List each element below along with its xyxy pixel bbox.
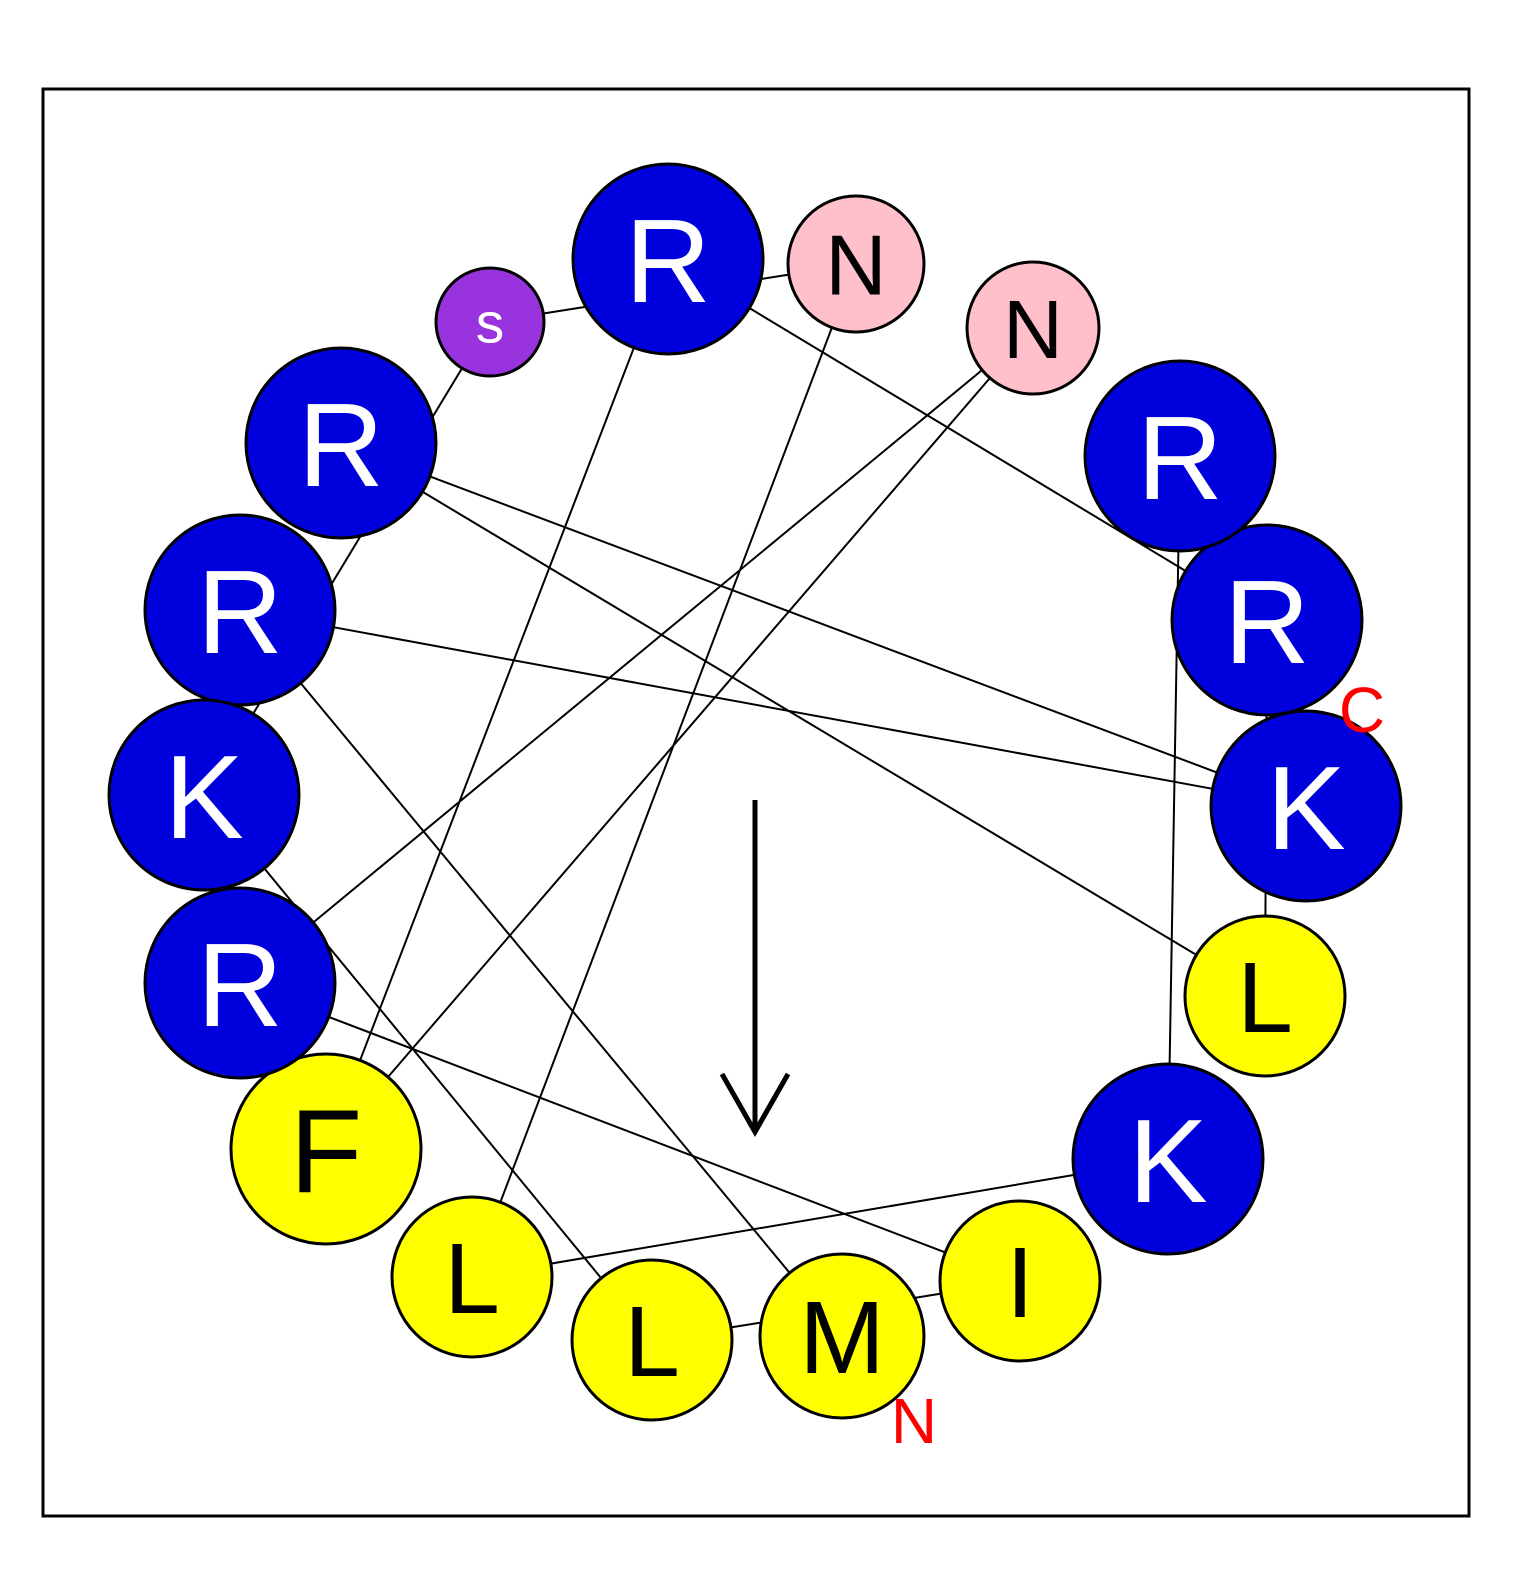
residue-connectors — [252, 273, 1268, 1329]
residue-5: L — [1183, 914, 1347, 1078]
residue-letter: F — [290, 1085, 363, 1218]
residue-circle — [938, 1199, 1102, 1363]
residue-11: I — [938, 1199, 1102, 1363]
residue-8: F — [229, 1052, 423, 1246]
moment-arrow-head — [719, 1072, 791, 1138]
residue-7: R — [571, 162, 765, 356]
residue-letter: M — [799, 1280, 885, 1395]
residue-letter: s — [476, 292, 505, 356]
residue-circle — [434, 266, 546, 378]
connector-line — [359, 347, 635, 1061]
residue-circle — [390, 1195, 554, 1359]
residue-letter: R — [298, 379, 384, 512]
residue-letter: K — [1266, 742, 1345, 875]
residue-letter: R — [625, 195, 711, 328]
hydrophobic-moment-arrow — [719, 800, 791, 1138]
connector-line — [387, 377, 991, 1078]
residue-circle — [965, 260, 1101, 396]
residue-12: L — [570, 1258, 734, 1422]
connector-line — [422, 490, 1197, 956]
residue-10: R — [143, 886, 337, 1080]
residue-letter: N — [1003, 283, 1063, 376]
n-terminus-label: N — [891, 1385, 937, 1457]
residue-2: R — [143, 513, 337, 707]
residue-letter: K — [1128, 1095, 1207, 1228]
connector-line — [299, 682, 791, 1274]
residue-circle — [143, 886, 337, 1080]
residue-letter: R — [1224, 556, 1310, 689]
residue-3: K — [1209, 709, 1403, 903]
residue-letter: R — [1137, 392, 1223, 525]
residue-circle — [244, 346, 438, 540]
residue-16: L — [390, 1195, 554, 1359]
residue-1: M — [758, 1252, 926, 1420]
residue-letter: R — [197, 546, 283, 679]
residue-9: N — [965, 260, 1101, 396]
residue-circle — [143, 513, 337, 707]
residue-circle — [1170, 523, 1364, 717]
residue-circle — [758, 1252, 926, 1420]
residue-18: R — [1083, 359, 1277, 553]
c-terminus-label: C — [1339, 674, 1385, 746]
residue-circle — [1183, 914, 1347, 1078]
residue-letter: L — [444, 1223, 500, 1335]
residue-4: R — [244, 346, 438, 540]
residue-15: N — [786, 194, 926, 334]
connector-line — [333, 626, 1213, 790]
connector-line — [312, 369, 983, 924]
residue-letter: L — [624, 1286, 680, 1398]
residue-circle — [1083, 359, 1277, 553]
connector-line — [429, 475, 1218, 774]
residue-letter: I — [1006, 1227, 1034, 1339]
residue-14: s — [434, 266, 546, 378]
residue-circle — [229, 1052, 423, 1246]
residue-circle — [571, 162, 765, 356]
residue-letter: L — [1237, 942, 1293, 1054]
residue-circle — [1209, 709, 1403, 903]
connector-line — [499, 327, 833, 1203]
residue-circle — [1071, 1062, 1265, 1256]
residue-letter: K — [164, 731, 243, 864]
residue-6: R — [1170, 523, 1364, 717]
connector-line — [550, 1173, 1075, 1265]
residue-circle — [786, 194, 926, 334]
residue-circle — [570, 1258, 734, 1422]
residue-circle — [107, 698, 301, 892]
residue-letter: R — [197, 919, 283, 1052]
residue-17: K — [1071, 1062, 1265, 1256]
residue-13: K — [107, 698, 301, 892]
residue-letter: N — [825, 219, 886, 314]
